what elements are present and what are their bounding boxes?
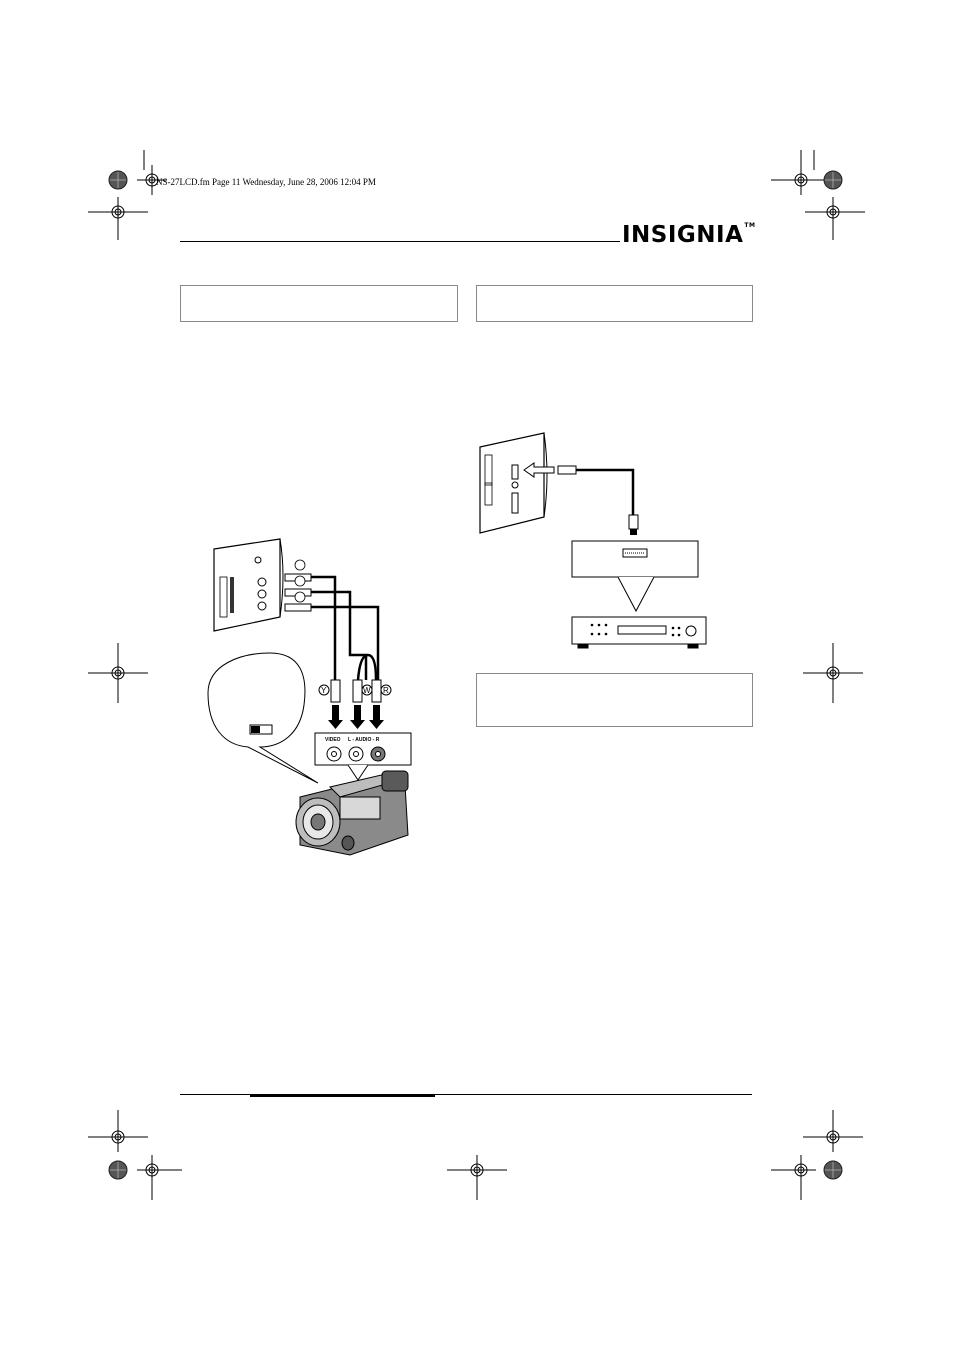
brand-logo: INSIGNIATM [622, 222, 756, 248]
right-section-heading-box [476, 285, 753, 322]
left-section-heading-box [180, 285, 458, 322]
footer-rule-accent [250, 1095, 435, 1097]
file-slug: NS-27LCD.fm Page 11 Wednesday, June 28, … [156, 177, 376, 187]
cable-label-r: R [383, 686, 389, 695]
hdmi-connection-diagram [479, 432, 707, 649]
camcorder-connection-diagram: Y W R VIDEO L - AUDIO - R [207, 538, 412, 856]
footer-rule [180, 1094, 752, 1095]
cable-label-y: Y [321, 686, 327, 695]
right-note-box [476, 673, 753, 727]
jack-label-audio: L - AUDIO - R [348, 737, 380, 743]
jack-label-video: VIDEO [325, 737, 341, 743]
header-rule [180, 241, 620, 242]
cable-label-w: W [363, 686, 371, 695]
